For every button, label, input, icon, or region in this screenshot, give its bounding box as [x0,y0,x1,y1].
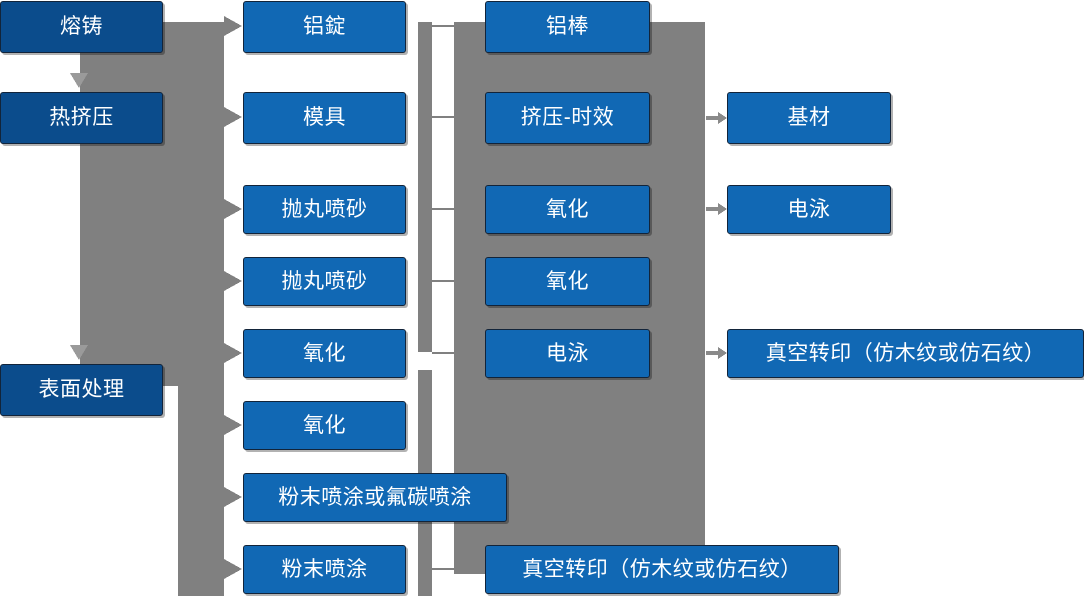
node-label: 真空转印（仿木纹或仿石纹） [765,341,1046,365]
arrow-to-shot-blasting-2 [224,271,242,291]
node-powder-coating[interactable]: 粉末喷涂 [243,545,406,594]
arrow-to-aluminum-ingot [224,16,242,36]
arrow-to-shot-blasting-1 [224,199,242,219]
node-electrophoresis-1[interactable]: 电泳 [485,329,650,378]
node-label: 基材 [787,106,831,130]
node-oxidation-2[interactable]: 氧化 [243,401,406,450]
node-powder-or-pvdf[interactable]: 粉末喷涂或氟碳喷涂 [243,473,507,522]
node-label: 熔铸 [60,15,103,39]
node-label: 抛丸喷砂 [281,197,368,221]
arrow-to-oxidation-1 [224,343,242,363]
node-label: 铝棒 [546,15,589,39]
arrow-to-powder-or-pvdf [224,487,242,507]
node-label: 真空转印（仿木纹或仿石纹） [522,557,802,581]
arrow-to-vacuum-transfer-2 [706,347,727,359]
node-melt-cast[interactable]: 熔铸 [0,1,163,53]
node-label: 氧化 [303,341,346,365]
column4-arrows [706,112,727,359]
node-oxidation-4[interactable]: 氧化 [485,257,650,306]
node-oxidation-3[interactable]: 氧化 [485,185,650,234]
node-die[interactable]: 模具 [243,92,406,144]
node-label: 挤压-时效 [520,106,615,130]
node-label: 电泳 [787,197,831,221]
node-vacuum-transfer-2[interactable]: 真空转印（仿木纹或仿石纹） [727,329,1084,378]
node-label: 电泳 [546,341,589,365]
left-bracket-arrow-tips [224,16,242,579]
node-surface-treatment[interactable]: 表面处理 [0,364,163,416]
node-vacuum-transfer-1[interactable]: 真空转印（仿木纹或仿石纹） [485,545,839,594]
node-extrusion-aging[interactable]: 挤压-时效 [485,92,650,144]
arrow-to-oxidation-2 [224,415,242,435]
node-label: 氧化 [546,197,589,221]
node-label: 粉末喷涂 [281,557,368,581]
node-aluminum-ingot[interactable]: 铝錠 [243,1,406,53]
node-label: 粉末喷涂或氟碳喷涂 [278,485,472,509]
node-oxidation-1[interactable]: 氧化 [243,329,406,378]
node-hot-extrusion[interactable]: 热挤压 [0,92,163,144]
node-label: 氧化 [546,269,589,293]
node-shot-blasting-2[interactable]: 抛丸喷砂 [243,257,406,306]
node-electrophoresis-2[interactable]: 电泳 [727,185,891,234]
node-label: 热挤压 [49,106,114,130]
arrow-to-substrate [706,112,727,124]
node-label: 氧化 [303,413,346,437]
arrow-to-surface-treatment [70,345,88,360]
node-label: 模具 [303,106,346,130]
node-label: 铝錠 [303,15,346,39]
node-substrate[interactable]: 基材 [727,92,891,144]
node-label: 表面处理 [38,378,125,402]
arrow-to-powder-coating [224,559,242,579]
node-label: 抛丸喷砂 [281,269,368,293]
arrow-melt-to-extrusion [70,73,88,88]
node-shot-blasting-1[interactable]: 抛丸喷砂 [243,185,406,234]
arrow-to-electrophoresis-2 [706,203,727,215]
node-aluminum-bar[interactable]: 铝棒 [485,1,650,53]
arrow-to-die [224,107,242,127]
